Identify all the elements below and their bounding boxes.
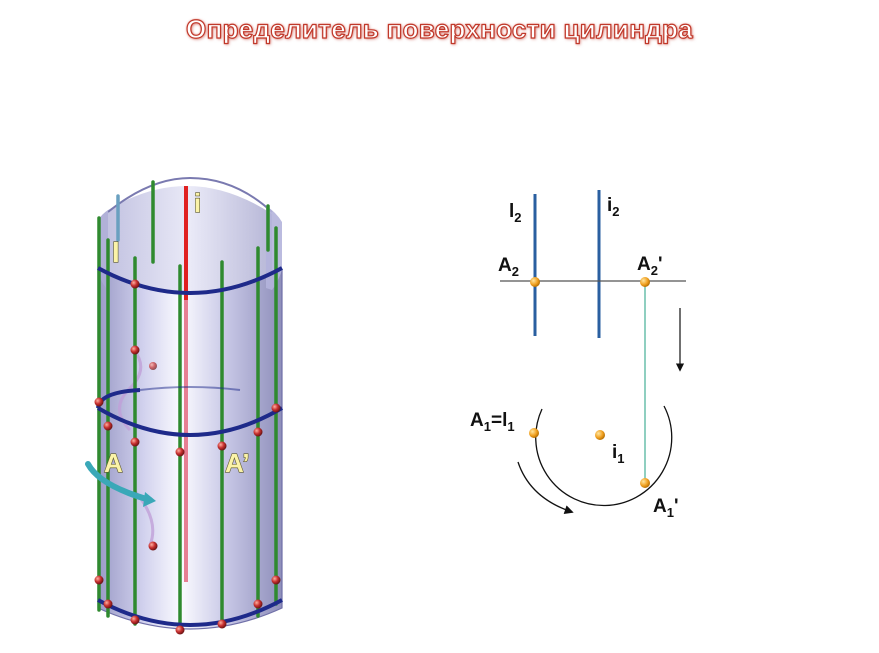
label-i2: i2 (607, 195, 620, 219)
ring-top (97, 266, 283, 295)
rotation-arrow-2d (517, 461, 574, 515)
label-axis-i-3d: i (194, 188, 201, 218)
ball (253, 427, 263, 437)
ball (217, 441, 227, 451)
cylinder-top-back-edge (107, 176, 273, 213)
ball (148, 541, 158, 551)
projection-diagram: l2 i2 A2 A2' A1=l1 i1 A1' (470, 190, 686, 520)
cylinder-3d: i l A A’ (85, 176, 284, 635)
cylinder-inner-wall (108, 185, 272, 305)
ball (94, 397, 104, 407)
ring-bottom (97, 598, 283, 627)
label-l2: l2 (509, 201, 522, 225)
rotation-arrow-3d (85, 461, 153, 503)
page-title: Определитель поверхности цилиндра (185, 13, 693, 44)
point-a1-l1 (529, 428, 539, 438)
label-a2: A2 (498, 255, 519, 279)
cylinder-body (97, 269, 283, 630)
ball (130, 345, 140, 355)
label-a1-eq-l1: A1=l1 (470, 410, 515, 434)
label-point-a-prime-3d: A’ (225, 448, 250, 478)
label-a2-prime: A2' (637, 254, 663, 278)
ball (94, 575, 104, 585)
ball (149, 362, 157, 370)
rotation-arrow-3d-head (143, 492, 156, 507)
label-generatrix-l-3d: l (112, 237, 120, 268)
point-a2-prime (640, 277, 650, 287)
ball (130, 615, 140, 625)
ball (103, 421, 113, 431)
ring-middle-back (139, 386, 241, 391)
ball (130, 437, 140, 447)
ball (217, 619, 227, 629)
ball (253, 599, 263, 609)
ball (271, 403, 281, 413)
point-a2 (530, 277, 540, 287)
label-a1-prime: A1' (653, 496, 679, 520)
joint-balls (94, 279, 281, 635)
ball (175, 447, 185, 457)
point-i1 (595, 430, 605, 440)
ball (175, 625, 185, 635)
point-a1-prime (640, 478, 650, 488)
circle-projection (535, 405, 673, 507)
ball (130, 279, 140, 289)
label-i1: i1 (612, 442, 625, 466)
ball (103, 599, 113, 609)
label-point-a-3d: A (104, 448, 123, 478)
ball (271, 575, 281, 585)
